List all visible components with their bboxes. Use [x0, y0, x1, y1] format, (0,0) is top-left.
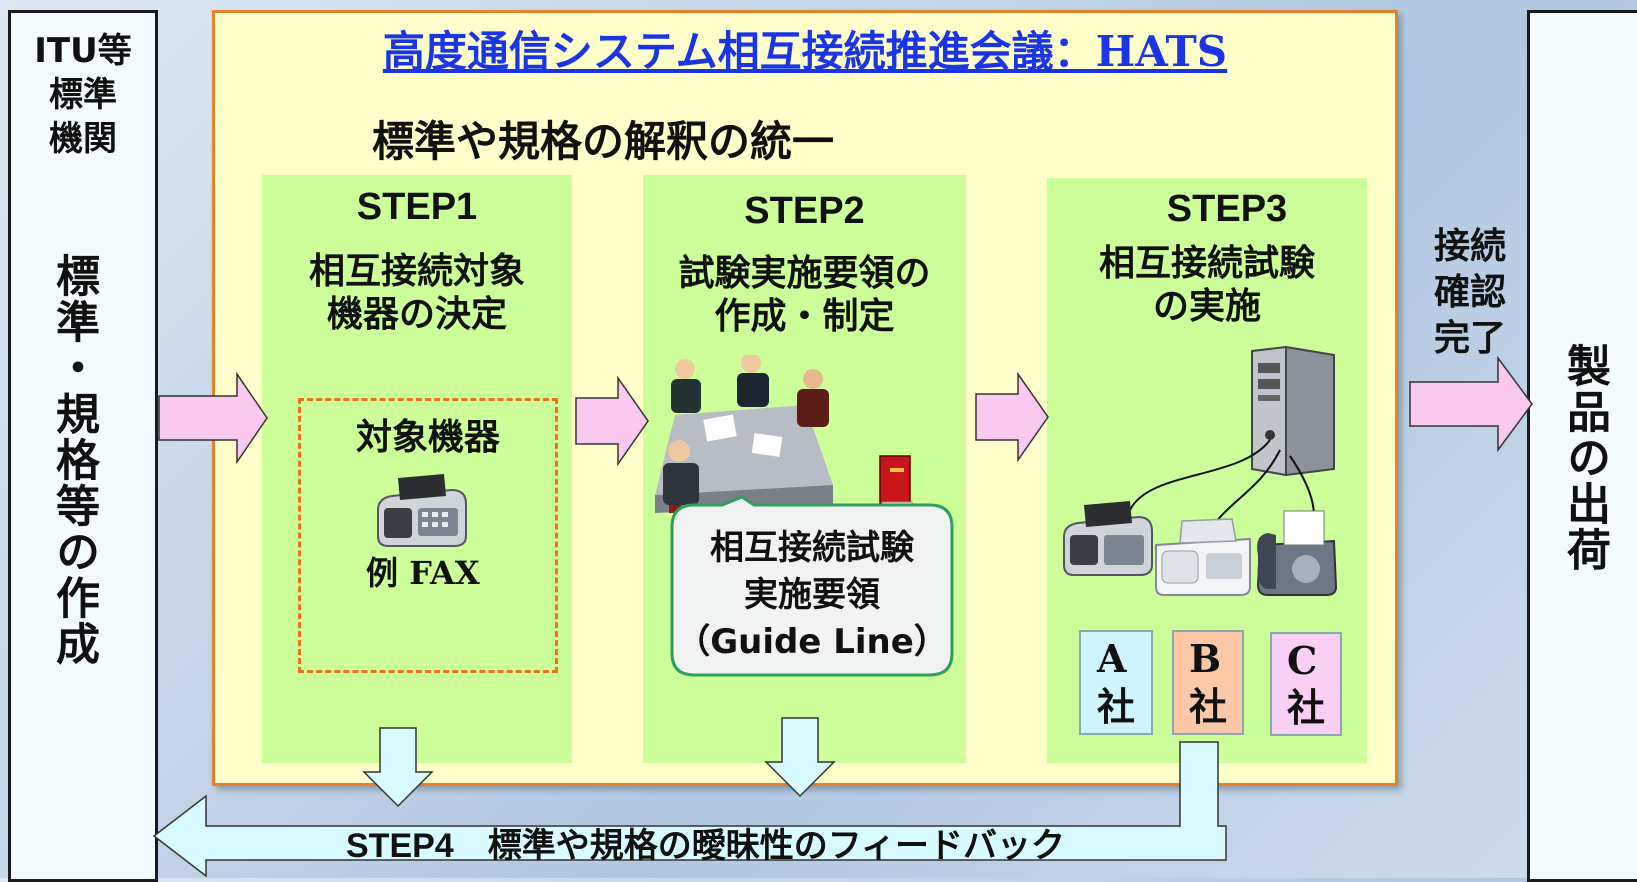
company-b-box: B 社	[1172, 630, 1244, 735]
standards-body-title: ITU等 標準 機関	[34, 31, 132, 160]
white-fax-icon	[1155, 518, 1251, 596]
telephone-fax-icon	[1256, 510, 1338, 596]
hats-title[interactable]: 高度通信システム相互接続推進会議：HATS	[382, 27, 1228, 76]
company-c-box: C 社	[1270, 632, 1342, 736]
arrow-to-shipping	[1409, 356, 1533, 452]
target-device-box	[298, 398, 558, 673]
step3-title: 相互接続試験 の実施	[1098, 243, 1315, 328]
standards-body-box: ITU等 標準 機関 標準・規格等の作成	[8, 10, 158, 882]
feedback-arrow	[152, 741, 1227, 878]
company-a-box: A 社	[1079, 630, 1153, 735]
guideline-callout-text: 相互接続試験 実施要領 （Guide Line）	[676, 528, 948, 662]
step2-heading: STEP2	[744, 190, 865, 232]
step1-heading: STEP1	[356, 186, 478, 228]
connection-confirmed-label: 接続 確認 完了	[1433, 226, 1506, 360]
step1-title: 相互接続対象 機器の決定	[308, 251, 525, 336]
step2-title: 試験実施要領の 作成・制定	[678, 253, 931, 338]
arrow-to-step2	[575, 376, 649, 466]
down-arrow-step1	[362, 727, 434, 808]
fax-icon	[377, 474, 467, 547]
server-icon	[1251, 345, 1335, 477]
down-arrow-step2	[764, 717, 836, 798]
unification-subtitle: 標準や規格の解釈の統一	[372, 117, 835, 166]
meeting-icon	[655, 355, 833, 513]
guideline-callout-shape	[670, 495, 954, 677]
arrow-to-step1	[158, 372, 268, 464]
fax-example-label: 例 FAX	[366, 554, 480, 592]
product-shipping-label: 製品の出荷	[1559, 343, 1610, 573]
step3-heading: STEP3	[1166, 188, 1288, 230]
step1-panel	[262, 175, 572, 763]
product-shipping-box: 製品の出荷	[1527, 10, 1637, 882]
arrow-to-step3	[975, 372, 1049, 462]
standards-creation-label: 標準・規格等の作成	[48, 253, 99, 667]
fax-machine-icon	[1063, 501, 1153, 576]
target-device-label: 対象機器	[355, 417, 500, 458]
feedback-label: STEP4 標準や規格の曖昧性のフィードバック	[346, 827, 1066, 865]
